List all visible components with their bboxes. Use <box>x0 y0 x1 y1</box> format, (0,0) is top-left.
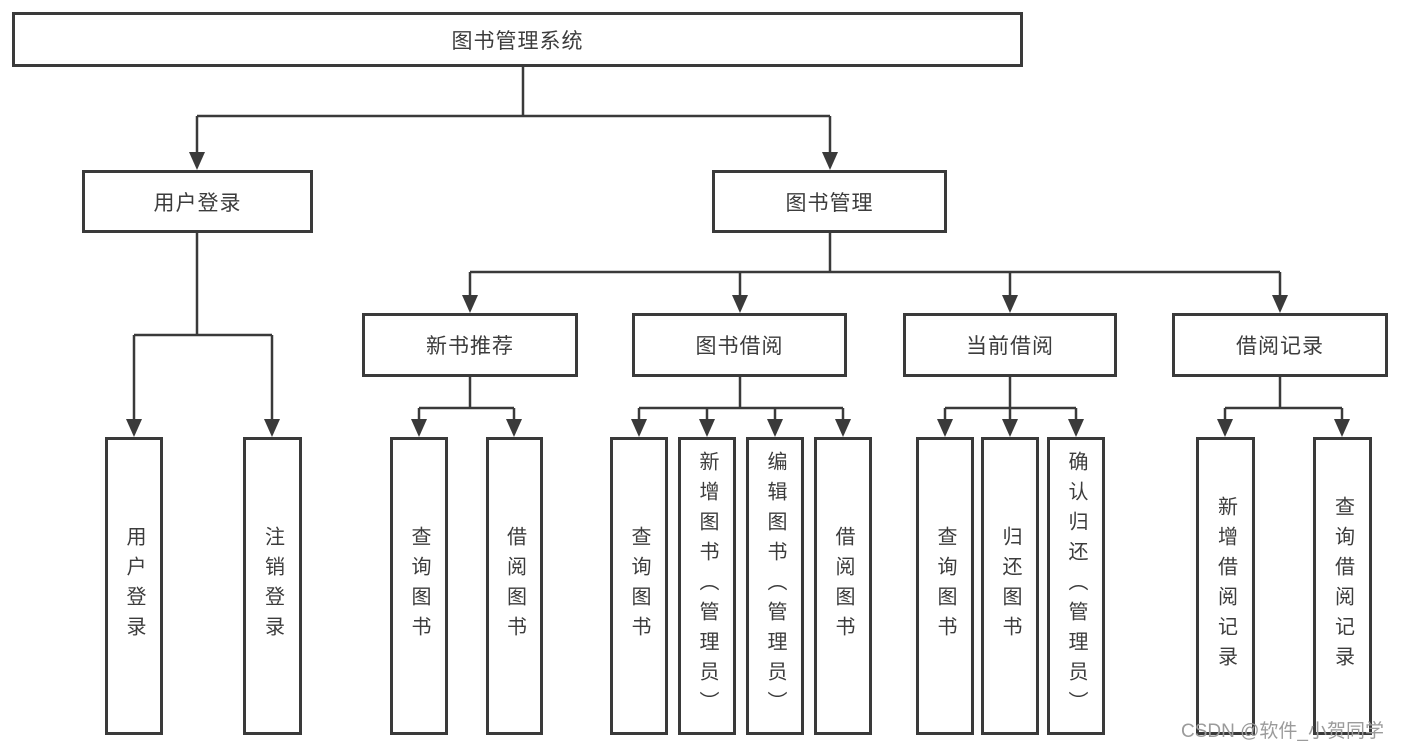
leaf-query-books-2-label: 查询图书 <box>628 526 650 646</box>
node-new-book-recommend: 新书推荐 <box>362 313 578 377</box>
leaf-query-books-3: 查询图书 <box>916 437 974 735</box>
leaf-query-borrow-record: 查询借阅记录 <box>1313 437 1372 735</box>
leaf-confirm-return-admin: 确认归还（管理员） <box>1047 437 1105 735</box>
leaf-user-login-label: 用户登录 <box>123 526 145 646</box>
node-book-management: 图书管理 <box>712 170 947 233</box>
leaf-edit-books-admin: 编辑图书（管理员） <box>746 437 804 735</box>
leaf-query-books-1-label: 查询图书 <box>408 526 430 646</box>
leaf-borrow-books-1: 借阅图书 <box>486 437 543 735</box>
leaf-borrow-books-2-label: 借阅图书 <box>832 526 854 646</box>
node-borrow-records: 借阅记录 <box>1172 313 1388 377</box>
node-user-login: 用户登录 <box>82 170 313 233</box>
leaf-add-books-admin-label: 新增图书（管理员） <box>696 451 718 721</box>
leaf-logout: 注销登录 <box>243 437 302 735</box>
leaf-add-borrow-record: 新增借阅记录 <box>1196 437 1255 735</box>
node-borrow-records-label: 借阅记录 <box>1236 335 1324 358</box>
node-current-borrowing: 当前借阅 <box>903 313 1117 377</box>
leaf-edit-books-admin-label: 编辑图书（管理员） <box>764 451 786 721</box>
leaf-return-books: 归还图书 <box>981 437 1039 735</box>
leaf-query-borrow-record-label: 查询借阅记录 <box>1331 496 1354 676</box>
leaf-query-books-2: 查询图书 <box>610 437 668 735</box>
node-book-management-label: 图书管理 <box>785 191 874 215</box>
node-library-system-label: 图书管理系统 <box>451 29 584 53</box>
leaf-confirm-return-admin-label: 确认归还（管理员） <box>1065 451 1087 721</box>
node-book-borrowing: 图书借阅 <box>632 313 847 377</box>
leaf-add-borrow-record-label: 新增借阅记录 <box>1214 496 1237 676</box>
leaf-return-books-label: 归还图书 <box>999 526 1021 646</box>
node-new-book-recommend-label: 新书推荐 <box>426 335 514 358</box>
node-user-login-label: 用户登录 <box>153 191 242 215</box>
leaf-logout-label: 注销登录 <box>261 526 284 646</box>
node-current-borrowing-label: 当前借阅 <box>966 335 1054 358</box>
leaf-borrow-books-1-label: 借阅图书 <box>503 526 526 646</box>
leaf-user-login: 用户登录 <box>105 437 163 735</box>
leaf-borrow-books-2: 借阅图书 <box>814 437 872 735</box>
leaf-query-books-1: 查询图书 <box>390 437 448 735</box>
leaf-add-books-admin: 新增图书（管理员） <box>678 437 736 735</box>
csdn-watermark: CSDN @软件_小贺同学 <box>1181 721 1384 742</box>
node-library-system: 图书管理系统 <box>12 12 1023 67</box>
node-book-borrowing-label: 图书借阅 <box>695 335 784 358</box>
leaf-query-books-3-label: 查询图书 <box>934 526 956 646</box>
